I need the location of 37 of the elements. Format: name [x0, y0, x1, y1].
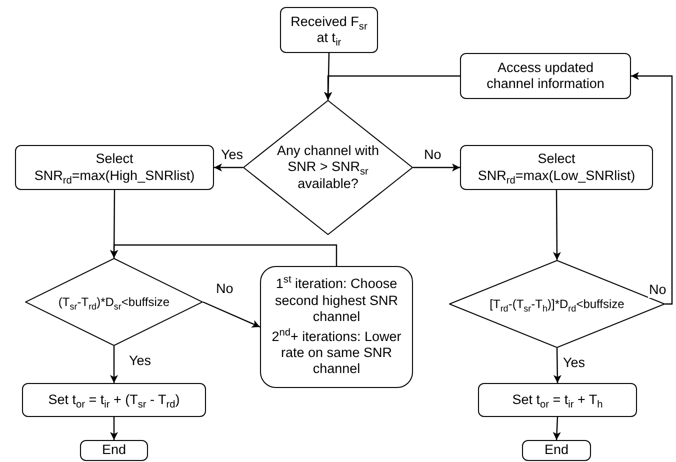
node-text: Set t$_{or}$ = t$_{ir}$ + (T$_{sr}$ - T$_{rd}$) [48, 392, 180, 408]
process-box [22, 383, 206, 417]
decision-diamond [243, 100, 413, 235]
node-text: Select SNR$_{rd}$=max(High_SNRlist) [33, 151, 196, 184]
node-text: 1$^{st}$ iteration: Choose second highest SNR channel [274, 276, 400, 325]
arrow [631, 72, 673, 305]
arrow [552, 416, 561, 440]
node-text: (T$_{sr}$-T$_{rd}$)*D$_{sr}$<buffsize [58, 294, 170, 310]
arrow [202, 301, 260, 328]
start-box [280, 7, 378, 53]
process-box [478, 383, 637, 417]
edge-label: No [648, 283, 668, 298]
end-box [80, 440, 148, 461]
decision-diamond [25, 258, 203, 346]
node-text: Any channel with SNR > SNR$_{sr}$ available? [276, 143, 380, 192]
arrow [413, 164, 460, 172]
process-box [15, 145, 214, 190]
node-text: Received F$_{sr}$ at t$_{ir}$ [290, 14, 368, 46]
arrow [110, 244, 338, 266]
node-text: Access updated channel information [486, 60, 606, 92]
decision-diamond [449, 260, 665, 348]
arrow [552, 190, 561, 260]
process-box [460, 53, 631, 99]
arrow [553, 348, 562, 383]
node-text: Set t$_{or}$ = t$_{ir}$ + T$_{h}$ [512, 392, 603, 408]
arrow [110, 417, 118, 440]
node-text: Select SNR$_{rd}$=max(Low_SNRlist) [476, 151, 636, 184]
process-box [460, 145, 653, 190]
node-text: [T$_{rd}$-(T$_{sr}$-T$_{h}$)]*D$_{rd}$<buffsize [490, 296, 624, 312]
arrow [214, 164, 243, 172]
arrow [324, 75, 460, 100]
node-text: End [544, 442, 569, 459]
node-text: End [102, 442, 126, 459]
node-text: 2$^{nd}$+ iterations: Lower rate on same SNR channel [270, 329, 402, 378]
arrow [110, 346, 118, 383]
end-box [522, 440, 591, 461]
process-box [260, 266, 413, 388]
